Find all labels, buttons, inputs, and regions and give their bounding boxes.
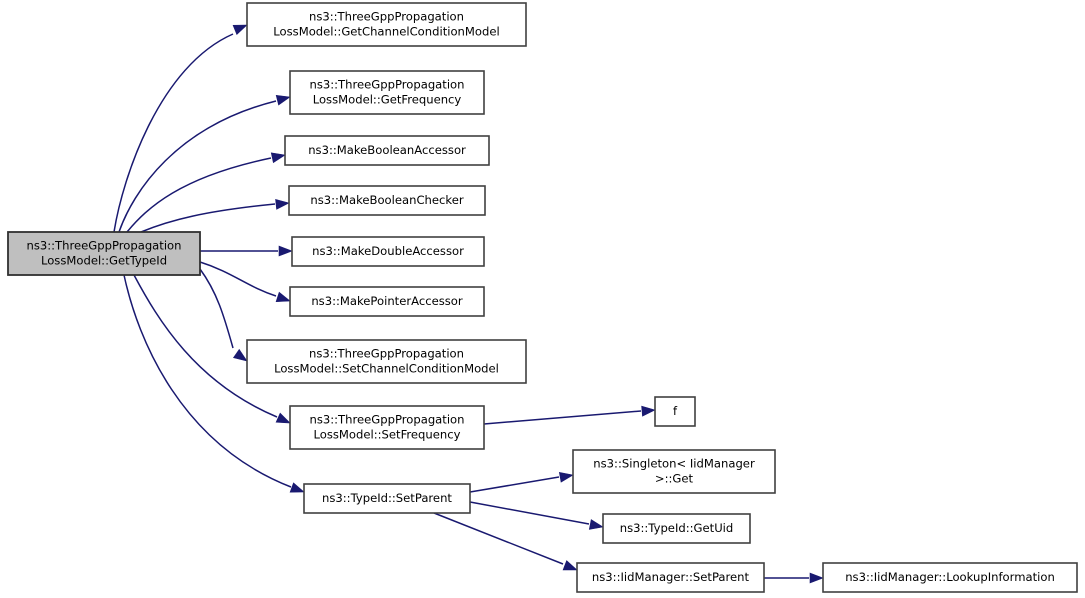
node-box[interactable] — [246, 339, 527, 384]
graph-node-iid_set_parent[interactable]: ns3::IidManager::SetParent — [576, 562, 765, 593]
node-box[interactable] — [289, 405, 485, 450]
node-box[interactable] — [246, 2, 527, 47]
node-label-line: >::Get — [655, 472, 694, 486]
call-edge-root-to-make_ptr_acc — [199, 261, 291, 303]
node-label-line: ns3::TypeId::GetUid — [620, 521, 734, 535]
node-box[interactable] — [303, 483, 471, 514]
graph-node-make_bool_chk[interactable]: ns3::MakeBooleanChecker — [288, 185, 486, 216]
call-edge-set_freq-to-f — [483, 405, 656, 425]
node-box[interactable] — [289, 70, 485, 115]
graph-node-root[interactable]: ns3::ThreeGppPropagationLossModel::GetTy… — [7, 231, 201, 276]
node-label-line: ns3::MakePointerAccessor — [311, 294, 463, 308]
node-label-line: ns3::MakeBooleanChecker — [310, 193, 463, 207]
graph-node-singleton_get[interactable]: ns3::Singleton< IidManager>::Get — [572, 449, 776, 494]
graph-node-make_ptr_acc[interactable]: ns3::MakePointerAccessor — [289, 286, 485, 317]
graph-node-make_double_acc[interactable]: ns3::MakeDoubleAccessor — [291, 236, 485, 267]
graph-node-make_bool_acc[interactable]: ns3::MakeBooleanAccessor — [284, 135, 490, 166]
graph-node-set_parent[interactable]: ns3::TypeId::SetParent — [303, 483, 471, 514]
node-label-line: LossModel::SetChannelConditionModel — [274, 362, 499, 376]
call-edge-iid_set_parent-to-iid_lookup — [764, 572, 824, 584]
node-label-line: LossModel::GetFrequency — [313, 93, 462, 107]
call-edge-root-to-get_freq — [118, 94, 291, 233]
edge-layer — [113, 24, 824, 584]
node-label-line: ns3::IidManager::LookupInformation — [845, 570, 1055, 584]
node-label-line: ns3::TypeId::SetParent — [322, 491, 452, 505]
node-label-line: ns3::ThreeGppPropagation — [309, 347, 464, 361]
node-label-line: LossModel::SetFrequency — [314, 428, 461, 442]
node-box[interactable] — [822, 562, 1078, 593]
node-box[interactable] — [602, 513, 751, 544]
node-box[interactable] — [284, 135, 490, 166]
node-box[interactable] — [654, 396, 696, 427]
call-edge-set_parent-to-iid_set_parent — [433, 512, 578, 571]
node-box[interactable] — [572, 449, 776, 494]
node-label-line: LossModel::GetTypeId — [41, 254, 167, 268]
node-label-line: LossModel::GetChannelConditionModel — [273, 25, 499, 39]
node-label-line: ns3::IidManager::SetParent — [592, 570, 750, 584]
call-edge-root-to-set_parent — [123, 274, 305, 493]
call-edge-root-to-make_bool_chk — [140, 198, 290, 233]
node-label-line: ns3::ThreeGppPropagation — [309, 10, 464, 24]
graph-node-set_freq[interactable]: ns3::ThreeGppPropagationLossModel::SetFr… — [289, 405, 485, 450]
node-label-line: ns3::MakeBooleanAccessor — [308, 143, 466, 157]
call-edge-set_parent-to-singleton_get — [469, 471, 574, 493]
node-label-line: ns3::ThreeGppPropagation — [309, 413, 464, 427]
node-box[interactable] — [291, 236, 485, 267]
graph-node-f[interactable]: f — [654, 396, 696, 427]
node-box[interactable] — [7, 231, 201, 276]
node-box[interactable] — [289, 286, 485, 317]
call-edge-root-to-make_double_acc — [200, 245, 293, 257]
node-box[interactable] — [288, 185, 486, 216]
graph-node-get_freq[interactable]: ns3::ThreeGppPropagationLossModel::GetFr… — [289, 70, 485, 115]
node-label-line: f — [673, 404, 678, 418]
node-label-line: ns3::Singleton< IidManager — [593, 457, 755, 471]
call-edge-root-to-set_freq — [133, 274, 291, 424]
call-edge-root-to-set_ccm — [199, 268, 248, 362]
call-edge-root-to-get_ccm — [113, 24, 248, 233]
call-edge-set_parent-to-get_uid — [469, 501, 604, 530]
node-label-line: ns3::MakeDoubleAccessor — [312, 244, 464, 258]
graph-node-get_ccm[interactable]: ns3::ThreeGppPropagationLossModel::GetCh… — [246, 2, 527, 47]
node-box[interactable] — [576, 562, 765, 593]
node-layer: ns3::ThreeGppPropagationLossModel::GetTy… — [7, 2, 1078, 593]
node-label-line: ns3::ThreeGppPropagation — [26, 239, 181, 253]
graph-node-iid_lookup[interactable]: ns3::IidManager::LookupInformation — [822, 562, 1078, 593]
call-edge-root-to-make_bool_acc — [126, 152, 286, 233]
node-label-line: ns3::ThreeGppPropagation — [309, 78, 464, 92]
graph-node-get_uid[interactable]: ns3::TypeId::GetUid — [602, 513, 751, 544]
graph-node-set_ccm[interactable]: ns3::ThreeGppPropagationLossModel::SetCh… — [246, 339, 527, 384]
